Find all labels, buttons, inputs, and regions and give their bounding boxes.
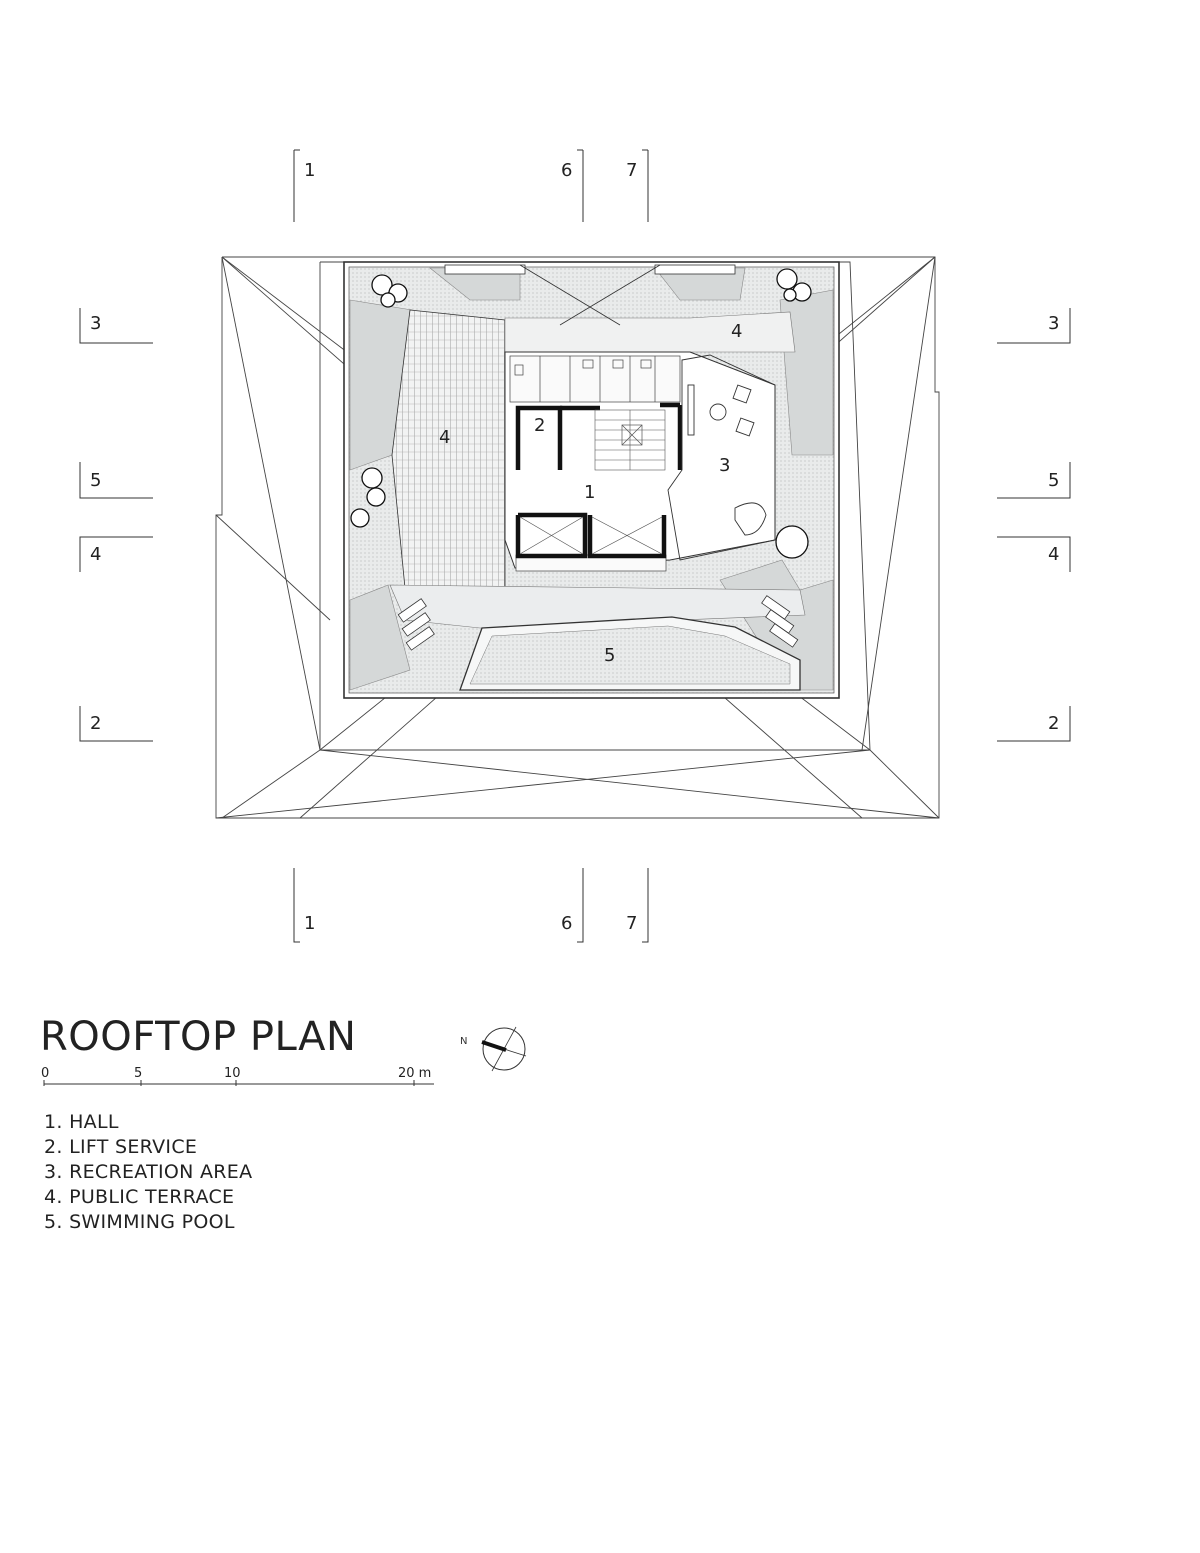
legend-item-recreation-area: 3. RECREATION AREA bbox=[44, 1161, 253, 1183]
room-label-recreation: 3 bbox=[719, 455, 730, 476]
legend-item-lift-service: 2. LIFT SERVICE bbox=[44, 1136, 198, 1158]
room-label-terrace-north: 4 bbox=[731, 321, 742, 342]
scale-tick-10: 10 bbox=[224, 1066, 241, 1081]
stair bbox=[594, 409, 666, 471]
section-marker-bottom-1: 1 bbox=[304, 913, 315, 934]
legend-item-hall: 1. HALL bbox=[44, 1111, 119, 1133]
room-label-terrace-west: 4 bbox=[439, 427, 450, 448]
scale-bar: 0 5 10 20 m bbox=[41, 1066, 434, 1086]
section-marker-top-6: 6 bbox=[561, 160, 572, 181]
terrace-north bbox=[504, 311, 796, 353]
section-marker-bottom-6: 6 bbox=[561, 913, 572, 934]
room-label-hall: 1 bbox=[584, 482, 595, 503]
rooftop-plan-drawing: 1 6 7 1 6 7 3 5 4 2 3 5 4 2 bbox=[79, 149, 1071, 943]
washrooms bbox=[509, 355, 681, 572]
section-marker-left-5: 5 bbox=[90, 470, 101, 491]
trees bbox=[350, 268, 812, 559]
section-marker-left-4: 4 bbox=[90, 544, 101, 565]
section-marker-right-4: 4 bbox=[1048, 544, 1059, 565]
section-marker-right-2: 2 bbox=[1048, 713, 1059, 734]
section-markers-left bbox=[79, 308, 153, 742]
lift-shafts bbox=[519, 424, 663, 555]
section-marker-top-7: 7 bbox=[626, 160, 637, 181]
section-markers-top bbox=[293, 149, 649, 222]
recreation-furniture bbox=[687, 384, 767, 536]
scale-tick-20: 20 m bbox=[398, 1066, 431, 1081]
legend-item-public-terrace: 4. PUBLIC TERRACE bbox=[44, 1186, 235, 1208]
scale-tick-0: 0 bbox=[41, 1066, 49, 1081]
north-label: N bbox=[460, 1036, 467, 1047]
section-markers-right bbox=[997, 308, 1071, 742]
plan-title: ROOFTOP PLAN bbox=[40, 1014, 357, 1060]
skylights bbox=[444, 264, 736, 326]
room-label-lift-service: 2 bbox=[534, 415, 545, 436]
core-walls bbox=[515, 402, 683, 559]
sun-loungers bbox=[397, 595, 799, 651]
section-markers-bottom bbox=[293, 868, 649, 943]
section-marker-left-2: 2 bbox=[90, 713, 101, 734]
scale-tick-5: 5 bbox=[134, 1066, 142, 1081]
legend-item-swimming-pool: 5. SWIMMING POOL bbox=[44, 1211, 235, 1233]
recreation-area bbox=[667, 354, 776, 561]
north-arrow-icon: N bbox=[460, 1026, 527, 1072]
section-marker-right-3: 3 bbox=[1048, 313, 1059, 334]
room-label-pool: 5 bbox=[604, 645, 615, 666]
section-marker-left-3: 3 bbox=[90, 313, 101, 334]
legend-list: 1. HALL 2. LIFT SERVICE 3. RECREATION AR… bbox=[44, 1110, 252, 1235]
section-marker-bottom-7: 7 bbox=[626, 913, 637, 934]
terrace-west-deck bbox=[391, 309, 506, 596]
section-marker-right-5: 5 bbox=[1048, 470, 1059, 491]
section-marker-top-1: 1 bbox=[304, 160, 315, 181]
